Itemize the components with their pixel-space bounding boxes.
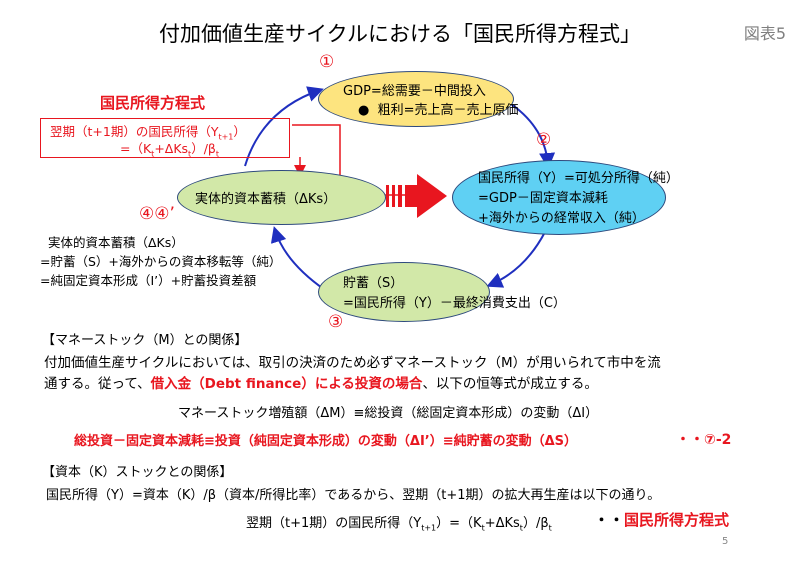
figure-label: 図表5 xyxy=(743,24,786,43)
capital-def-line-1: 実体的資本蓄積（ΔKs） xyxy=(48,235,184,250)
cs-eq-a: 翌期（t+1期）の国民所得（Y xyxy=(246,516,422,531)
savings-line-2: =国民所得（Y）－最終消費支出（C） xyxy=(343,296,566,311)
page-number: 5 xyxy=(722,536,729,547)
cs-eq-c: +ΔKs xyxy=(484,516,520,531)
equation-sub-1: t xyxy=(151,149,155,159)
cs-eq-d: ）/β xyxy=(522,516,549,531)
step-number-4: ④④’ xyxy=(139,204,175,224)
gdp-ellipse xyxy=(318,71,514,127)
big-red-arrow xyxy=(386,174,447,218)
equation-line-2: =（Kt+ΔKst）/βt xyxy=(120,138,219,159)
step-number-1: ① xyxy=(319,52,335,72)
equation-dks: +ΔKs xyxy=(154,141,189,156)
income-line-3: +海外からの経常収入（純） xyxy=(478,211,645,226)
reference-equation-name: 国民所得方程式 xyxy=(624,511,730,529)
equation-line-1-text: 翌期（t+1期）の国民所得（Y xyxy=(50,124,219,139)
arrow-equation-to-income xyxy=(292,124,445,201)
money-equation-1: マネーストック増殖額（ΔM）≡総投資（総固定資本形成）の変動（ΔI） xyxy=(178,406,599,421)
capital-ellipse xyxy=(177,170,386,225)
arrow-capital-to-gdp xyxy=(244,86,324,167)
money-heading: 【マネーストック（M）との関係】 xyxy=(42,333,248,348)
debt-finance-highlight: 借入金（Debt finance）による投資の場合 xyxy=(150,376,423,392)
capital-def-line-3: =純固定資本形成（I’）+貯蓄投資差額 xyxy=(40,273,257,288)
equation-sub-2: t xyxy=(188,149,192,159)
savings-ellipse xyxy=(318,262,490,322)
equation-heading: 国民所得方程式 xyxy=(100,94,206,112)
equation-beta: ）/β xyxy=(191,141,216,156)
money-paragraph-1: 付加価値生産サイクルにおいては、取引の決済のため必ずマネーストック（M）が用いら… xyxy=(44,355,661,371)
equation-box xyxy=(40,118,290,158)
cs-eq-sub3: t xyxy=(519,523,523,533)
equation-sub-t1: t+1 xyxy=(218,132,234,142)
cs-eq-b: ）=（K xyxy=(436,516,482,531)
income-line-1: 国民所得（Y）=可処分所得（純） xyxy=(478,171,679,186)
arrow-savings-to-capital xyxy=(270,226,326,291)
gross-profit-text: 粗利=売上高－売上原価 xyxy=(377,103,519,118)
arrow-income-to-savings xyxy=(486,231,546,288)
savings-line-1: 貯蓄（S） xyxy=(343,276,404,291)
equation-sub-3: t xyxy=(215,149,220,159)
capital-stock-equation: 翌期（t+1期）の国民所得（Yt+1）=（Kt+ΔKst）/βt xyxy=(246,512,552,533)
reference-dots: ・・ xyxy=(594,511,625,529)
capital-stock-paragraph: 国民所得（Y）=資本（K）/β（資本/所得比率）であるから、翌期（t+1期）の拡… xyxy=(46,488,661,503)
capital-stock-heading: 【資本（K）ストックとの関係】 xyxy=(42,465,233,480)
gdp-line-2: ● 粗利=売上高－売上原価 xyxy=(358,99,519,118)
bullet-icon: ● xyxy=(358,103,378,118)
equation-line-1: 翌期（t+1期）の国民所得（Yt+1） xyxy=(50,121,246,142)
money-p2-end: 、以下の恒等式が成立する。 xyxy=(422,376,598,392)
equation-line-1-close: ） xyxy=(233,124,246,139)
arrow-gdp-to-income xyxy=(504,99,556,169)
page-title: 付加価値生産サイクルにおける「国民所得方程式」 xyxy=(159,22,641,46)
cs-eq-sub4: t xyxy=(548,523,552,533)
cs-eq-sub1: t+1 xyxy=(421,523,437,533)
gdp-line-1: GDP=総需要－中間投入 xyxy=(343,84,486,99)
money-p2-start: 通する。従って、 xyxy=(44,376,151,392)
income-ellipse xyxy=(452,160,666,235)
equation-k: =（K xyxy=(120,141,152,156)
money-paragraph-2: 通する。従って、借入金（Debt finance）による投資の場合、以下の恒等式… xyxy=(44,372,598,392)
money-equation-2: 総投資－固定資本減耗≡投資（純固定資本形成）の変動（ΔI’）≡純貯蓄の変動（ΔS… xyxy=(74,434,578,449)
reference-7-2: ・・⑦-2 xyxy=(676,432,732,448)
step-number-2: ② xyxy=(536,130,552,150)
cs-eq-sub2: t xyxy=(481,523,485,533)
capital-def-line-2: =貯蓄（S）+海外からの資本移転等（純） xyxy=(40,254,282,269)
capital-label: 実体的資本蓄積（ΔKs） xyxy=(195,192,337,207)
equation-reference: ・・国民所得方程式 xyxy=(594,509,729,530)
step-number-3: ③ xyxy=(328,312,344,332)
income-line-2: =GDP－固定資本減耗 xyxy=(478,191,608,206)
